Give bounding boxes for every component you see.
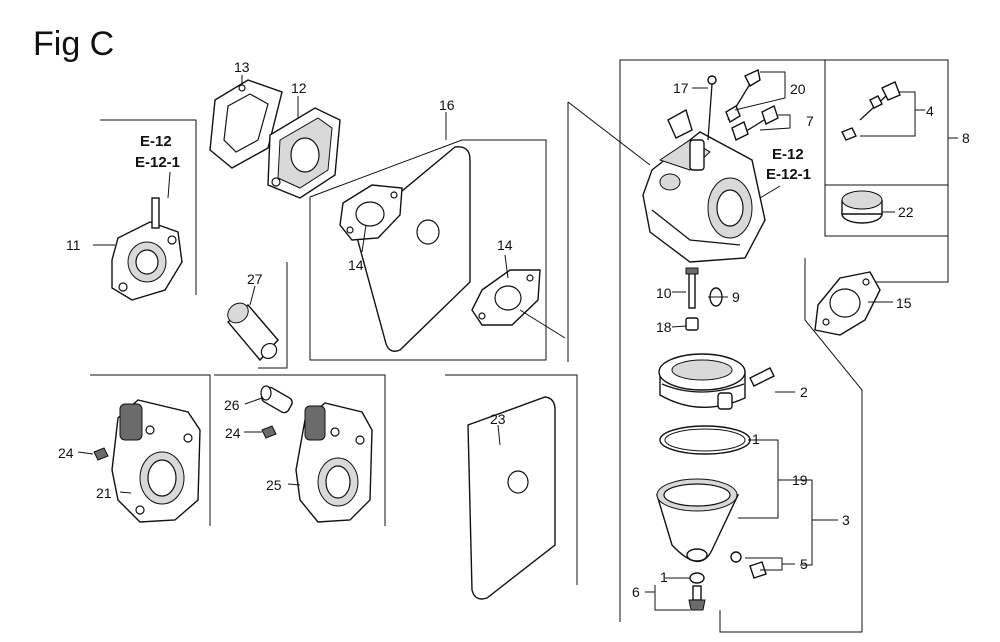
part-21-case (111, 399, 201, 523)
part-14-gasket-b (471, 269, 541, 326)
part-11-insulator (111, 197, 183, 301)
part-15-gasket (814, 271, 881, 336)
part-26-tube (260, 385, 293, 414)
callout-14a: 14 (348, 257, 364, 273)
figure-title: Fig C (33, 25, 114, 63)
callout-8: 8 (962, 130, 970, 146)
part-5-drain-screw (730, 551, 767, 579)
callout-27: 27 (247, 271, 263, 287)
callout-17: 17 (673, 80, 689, 96)
callout-10: 10 (656, 285, 672, 301)
callout-13: 13 (234, 59, 250, 75)
part-4-screw-set (841, 81, 901, 141)
part-13-gasket (209, 79, 283, 169)
callout-3: 3 (842, 512, 850, 528)
section-dividers (90, 59, 949, 633)
svg-text:E-12-1: E-12-1 (135, 154, 180, 171)
part-7-screw (731, 105, 779, 141)
callout-2: 2 (800, 384, 808, 400)
callout-14b: 14 (497, 237, 513, 253)
right-reference-label: E-12 E-12-1 (759, 146, 811, 199)
callout-leaders (77, 71, 958, 611)
part-18-jet (685, 317, 699, 331)
left-reference-label: E-12 E-12-1 (135, 133, 180, 199)
callout-24b: 24 (225, 425, 241, 441)
callout-23: 23 (490, 411, 506, 427)
callout-1b: 1 (660, 569, 668, 585)
callout-19: 19 (792, 472, 808, 488)
part-24-nut-b (261, 425, 277, 439)
callout-4: 4 (926, 103, 934, 119)
carburetor-body (642, 108, 766, 263)
callout-20: 20 (790, 81, 806, 97)
callout-5: 5 (800, 556, 808, 572)
callout-26: 26 (224, 397, 240, 413)
part-2-float (658, 353, 775, 410)
callout-21: 21 (96, 485, 112, 501)
callout-12: 12 (291, 80, 307, 96)
part-19-float-bowl (656, 478, 740, 562)
callout-25: 25 (266, 477, 282, 493)
callout-22: 22 (898, 204, 914, 220)
svg-text:E-12: E-12 (140, 133, 172, 150)
callout-7: 7 (806, 113, 814, 129)
part-6-bolt (688, 572, 706, 611)
part-23-plate (467, 396, 556, 600)
part-20-screw (725, 68, 761, 124)
part-17-screw (707, 75, 717, 141)
part-1-o-ring (659, 425, 751, 455)
svg-text:E-12: E-12 (772, 146, 804, 163)
callout-15: 15 (896, 295, 912, 311)
part-12-spacer (267, 107, 341, 199)
part-14-gasket-a (339, 184, 403, 241)
callout-numbers: 11 13 12 16 14 14 27 24 21 24 26 25 23 1… (58, 59, 970, 600)
callout-1a: 1 (752, 431, 760, 447)
svg-text:E-12-1: E-12-1 (766, 166, 811, 183)
callout-18: 18 (656, 319, 672, 335)
part-16-heat-shield (354, 146, 471, 352)
callout-16: 16 (439, 97, 455, 113)
part-24-nut-a (93, 447, 109, 461)
part-25-case (295, 402, 373, 523)
part-10-needle (685, 267, 699, 309)
callout-11: 11 (66, 237, 81, 253)
callout-9: 9 (732, 289, 740, 305)
callout-24a: 24 (58, 445, 74, 461)
part-22-cap (841, 190, 883, 224)
callout-6: 6 (632, 584, 640, 600)
part-27-collar (227, 302, 279, 362)
